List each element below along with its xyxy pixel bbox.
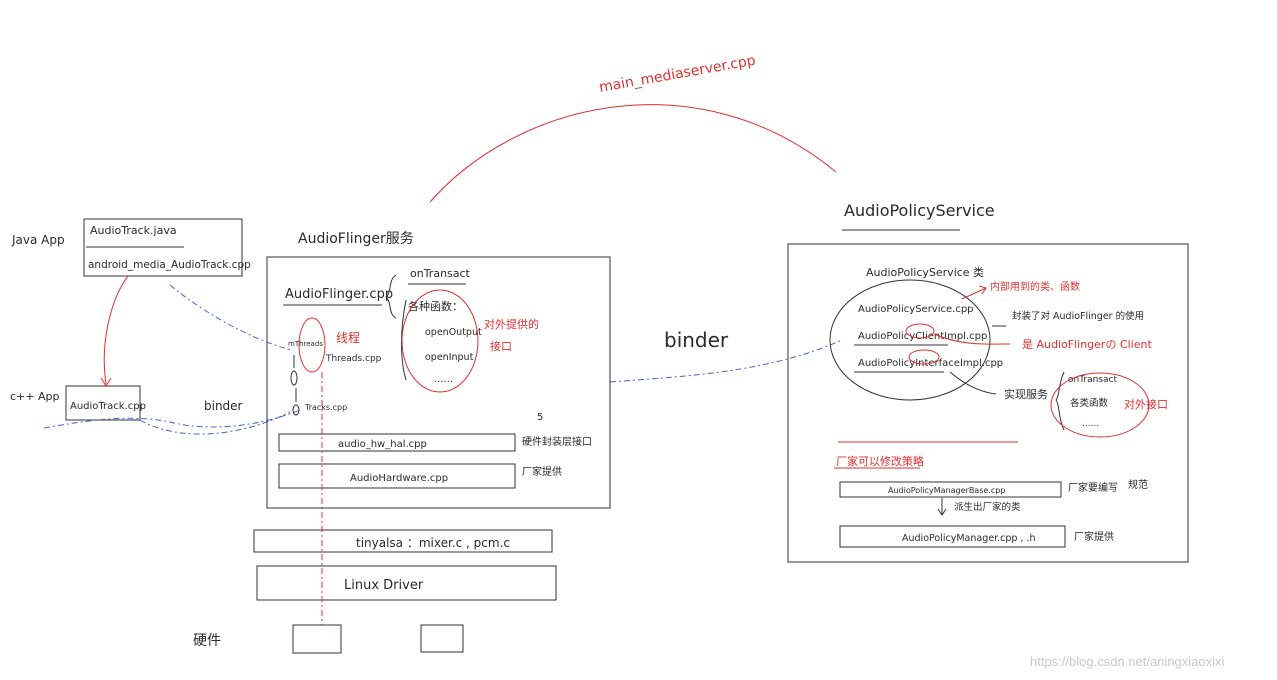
derive-arrow-head bbox=[937, 508, 947, 516]
internal-arrow bbox=[961, 287, 987, 300]
realize-arrow bbox=[949, 371, 997, 395]
external-interface-circle bbox=[401, 289, 479, 393]
flinger-file: AudioFlinger.cpp bbox=[285, 287, 393, 302]
java-app-group: Java App AudioTrack.java android_media_A… bbox=[11, 218, 251, 277]
hardware-label: 硬件 bbox=[193, 633, 221, 649]
funcs-label: 各种函数： bbox=[408, 299, 463, 313]
tinyalsa: tinyalsa ：mixer.c , pcm.c bbox=[356, 536, 510, 550]
open-input: openInput bbox=[425, 352, 474, 363]
internal-arrow-head bbox=[978, 285, 987, 295]
client-circle bbox=[905, 323, 935, 339]
policy-class-ellipse bbox=[829, 279, 991, 401]
hw-hal: audio_hw_hal.cpp bbox=[338, 439, 427, 450]
external-note-2: 接口 bbox=[490, 340, 512, 353]
jni-arrow bbox=[103, 275, 129, 385]
flinger-vendor-provided: 厂家提供 bbox=[522, 465, 562, 478]
realize-service: 实现服务 bbox=[1004, 387, 1048, 401]
tracks-cpp: Tracks.cpp bbox=[304, 403, 347, 412]
audio-hardware-box bbox=[278, 463, 516, 489]
tinyalsa-box bbox=[253, 529, 553, 553]
java-binder-line bbox=[169, 284, 293, 351]
service-cpp: AudioPolicyService.cpp bbox=[858, 304, 974, 315]
lower-layers: tinyalsa ：mixer.c , pcm.c Linux Driver 硬… bbox=[193, 529, 557, 654]
binder-center: binder bbox=[664, 328, 729, 352]
interface-circle bbox=[908, 349, 940, 365]
client-arrow bbox=[933, 333, 1011, 345]
realize-brace bbox=[1055, 371, 1065, 431]
various-funcs: 各类函数 bbox=[1070, 397, 1109, 409]
hw-hal-mark: 5 bbox=[537, 412, 543, 423]
audiotrack-cpp: AudioTrack.cpp bbox=[70, 401, 146, 412]
cpp-binder-line bbox=[43, 409, 301, 429]
mthreads: mThreads bbox=[288, 340, 323, 348]
external-note-1: 对外提供的 bbox=[484, 317, 539, 331]
hw-hal-box bbox=[278, 433, 516, 452]
mediaserver-arc bbox=[429, 104, 837, 203]
manager-cpp-box bbox=[839, 525, 1066, 548]
open-output: openOutput bbox=[425, 327, 482, 338]
policy-box bbox=[787, 243, 1189, 563]
internal-note: 内部用到的类、函数 bbox=[990, 280, 1080, 293]
manager-base-box bbox=[839, 481, 1062, 498]
cpp-app-label: c++ App bbox=[10, 390, 59, 403]
various-ellipsis: ...... bbox=[1082, 419, 1099, 429]
audioflinger-service: AudioFlinger服务 AudioFlinger.cpp onTransa… bbox=[266, 231, 611, 509]
java-app-label: Java App bbox=[11, 233, 65, 247]
thread-note: 线程 bbox=[336, 330, 360, 345]
threads-cpp: Threads.cpp bbox=[325, 354, 382, 364]
derive-note: 派生出厂家的类 bbox=[954, 501, 1021, 513]
cpp-app-group: c++ App AudioTrack.cpp binder bbox=[10, 385, 243, 421]
flinger-brace bbox=[385, 274, 397, 319]
java-files-box bbox=[83, 218, 243, 277]
watermark: https://blog.csdn.net/aningxiaoxixi bbox=[1030, 654, 1225, 669]
manager-base: AudioPolicyManagerBase.cpp bbox=[888, 486, 1005, 495]
strategy-note: 厂家可以修改策略 bbox=[836, 454, 924, 468]
policy-external-circle bbox=[1050, 372, 1150, 438]
flinger-ontransact: onTransact bbox=[410, 267, 471, 280]
track-node bbox=[292, 404, 300, 416]
funcs-ellipsis: ...... bbox=[434, 374, 453, 385]
linux-driver: Linux Driver bbox=[344, 578, 424, 593]
code-rule: 规范 bbox=[1128, 478, 1148, 491]
flinger-title: AudioFlinger服务 bbox=[298, 231, 414, 247]
hardware-box-2 bbox=[420, 624, 464, 653]
policy-title: AudioPolicyService bbox=[844, 201, 995, 220]
client-note: 是 AudioFlingerの Client bbox=[1022, 338, 1152, 351]
flinger-policy-binder-line bbox=[609, 339, 843, 383]
vendor-edit: 厂家要编写 bbox=[1068, 481, 1118, 494]
thread-node bbox=[290, 370, 298, 386]
android-media-audiotrack: android_media_AudioTrack.cpp bbox=[88, 259, 251, 271]
manager-cpp: AudioPolicyManager.cpp , .h bbox=[902, 533, 1036, 544]
hardware-box-1 bbox=[292, 624, 342, 654]
client-impl: AudioPolicyClientImpl.cpp bbox=[858, 331, 987, 342]
policy-vendor-provided: 厂家提供 bbox=[1074, 530, 1114, 543]
audiopolicy-service: AudioPolicyService AudioPolicyService 类 … bbox=[787, 201, 1189, 563]
audiotrack-java: AudioTrack.java bbox=[90, 224, 177, 237]
hw-hal-note: 硬件封装层接口 bbox=[522, 435, 592, 448]
funcs-bracket bbox=[401, 299, 407, 381]
policy-ontransact: onTransact bbox=[1068, 375, 1117, 385]
policy-class-label: AudioPolicyService 类 bbox=[866, 265, 984, 279]
jni-arrow-head bbox=[100, 377, 112, 387]
wrap-note: 封装了对 AudioFlinger 的使用 bbox=[1012, 310, 1144, 322]
external-interface: 对外接口 bbox=[1124, 397, 1168, 411]
cpp-binder-line-2 bbox=[139, 411, 291, 435]
thread-circle bbox=[298, 317, 326, 373]
linux-driver-box bbox=[256, 565, 557, 601]
main-mediaserver: main_mediaserver.cpp bbox=[598, 53, 757, 96]
flinger-box bbox=[266, 256, 611, 509]
binder-label-left: binder bbox=[204, 399, 243, 413]
audio-hardware: AudioHardware.cpp bbox=[350, 473, 448, 484]
